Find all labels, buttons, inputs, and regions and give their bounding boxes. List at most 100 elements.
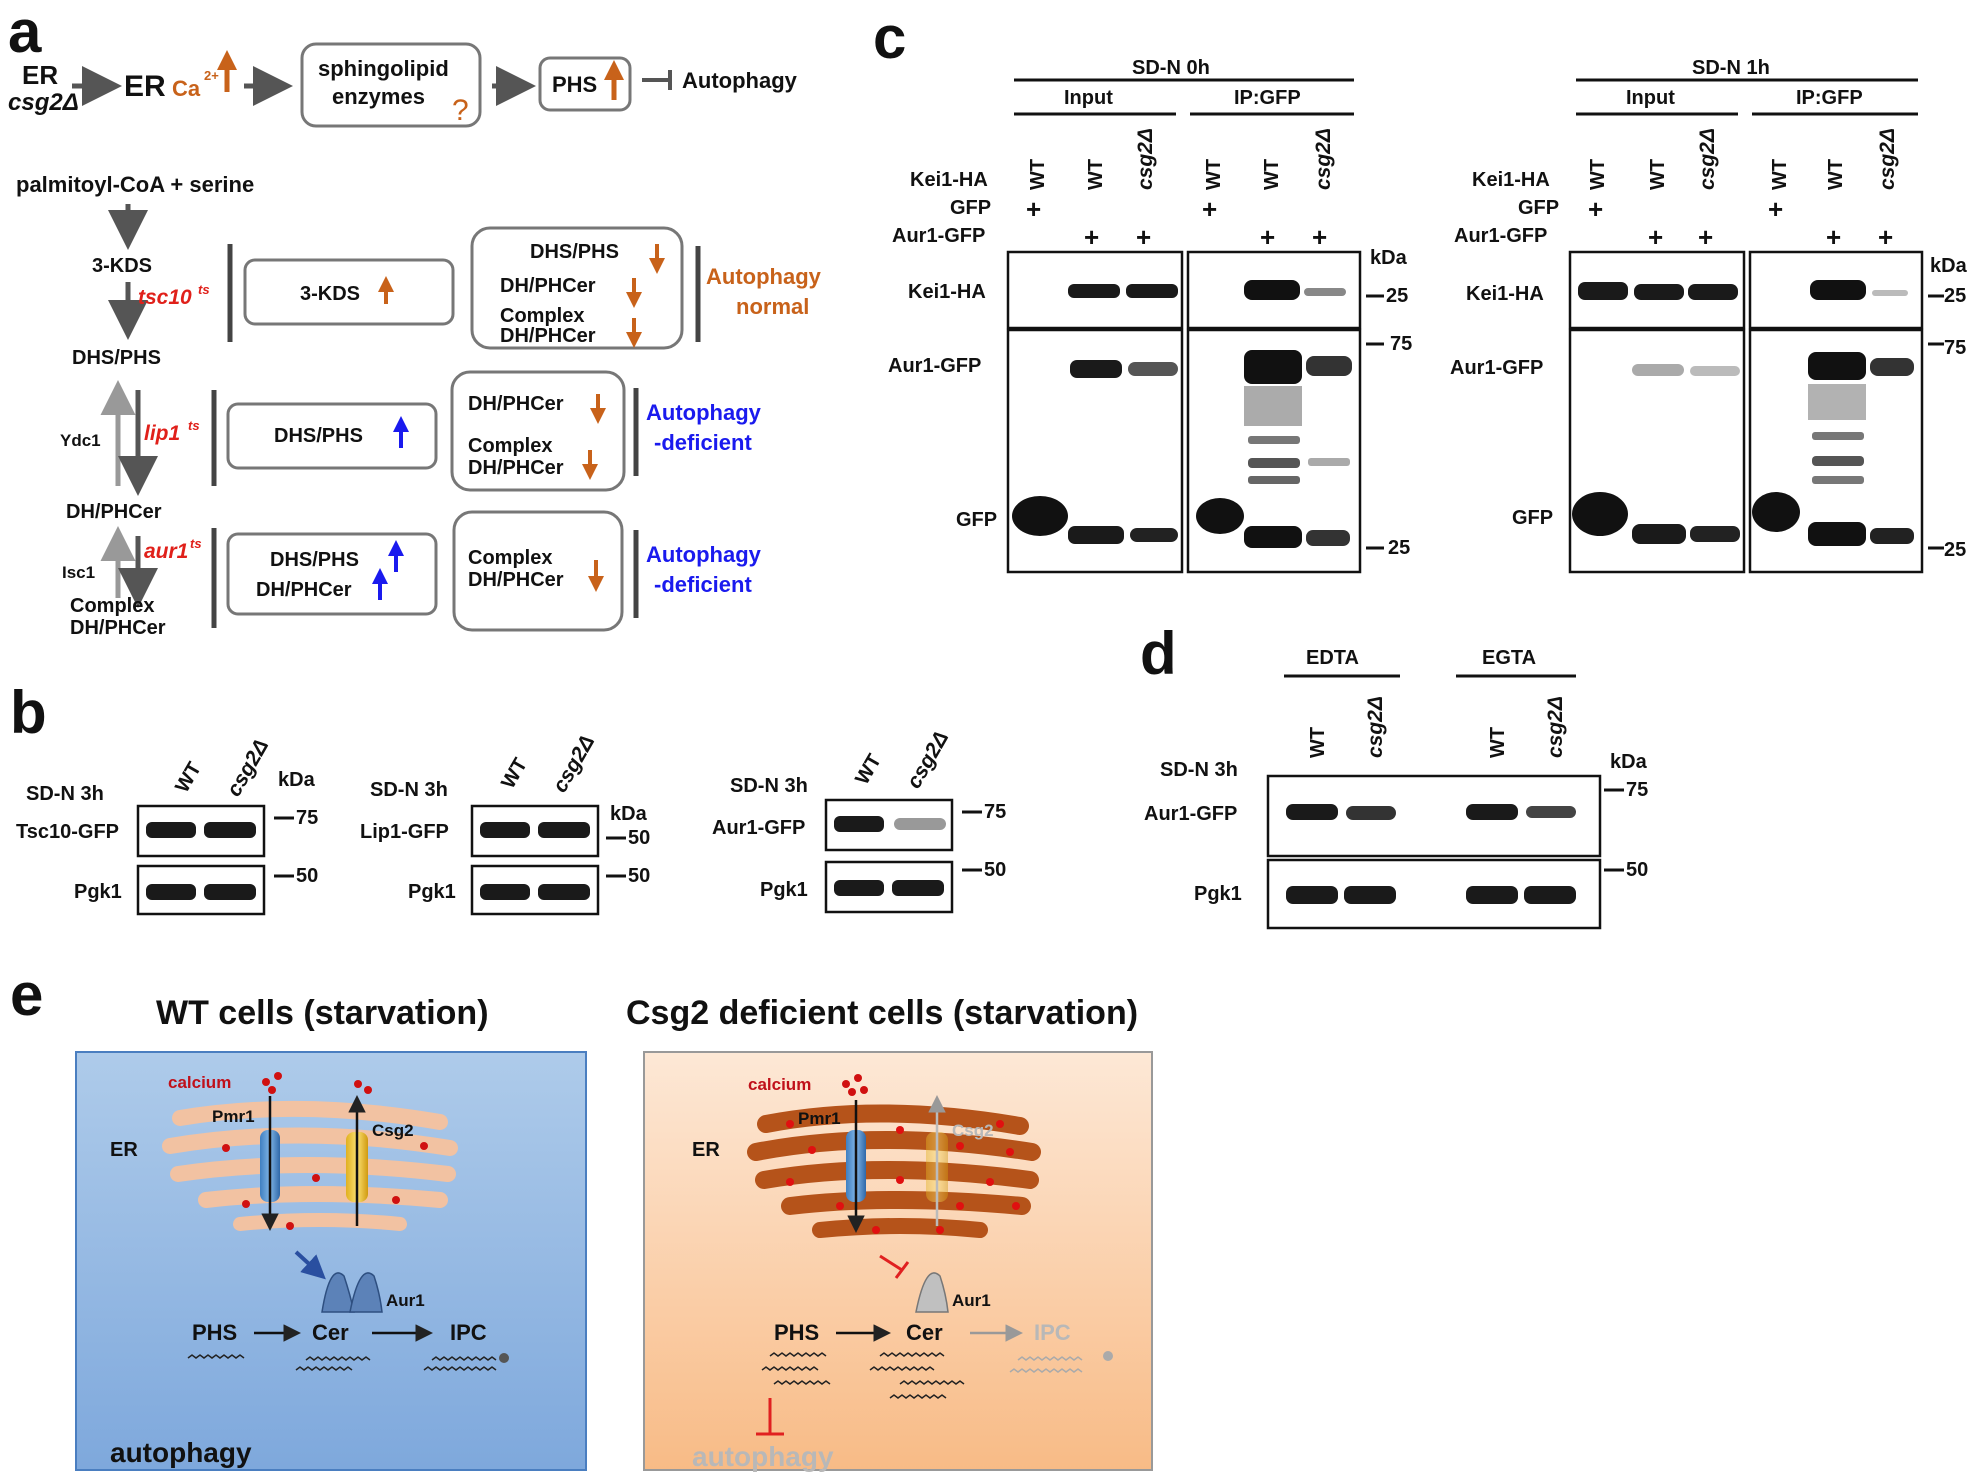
ca-dot: [354, 1080, 362, 1088]
panel-a-flow: ER csg2Δ ER Ca 2+ sphingolipid enzymes ?…: [8, 42, 798, 128]
smear: [1244, 386, 1302, 426]
band: [1808, 352, 1866, 380]
flow-autophagy: Autophagy: [682, 68, 798, 93]
chain: [889, 1394, 947, 1399]
ca-dot: [1006, 1148, 1014, 1156]
e-wt-title: WT cells (starvation): [156, 994, 489, 1032]
b1-lane-1: WT: [171, 759, 206, 797]
ca-dot: [860, 1086, 868, 1094]
row2-right-1: DH/PHCer: [468, 393, 564, 415]
d-band-pgk1: Pgk1: [1194, 883, 1242, 905]
e-wt-box: calcium ER Pmr1 Csg2: [75, 1051, 587, 1471]
chain: [1017, 1356, 1083, 1361]
c0-l3: csg2Δ: [1134, 128, 1157, 190]
chain: [869, 1366, 935, 1371]
c0-row-aur1: Aur1-GFP: [892, 225, 985, 247]
row3-right-1: Complex: [468, 547, 552, 569]
ca-dot: [286, 1222, 294, 1230]
e-wt-background: [75, 1051, 587, 1471]
chain: [899, 1380, 965, 1385]
e-mut-cer: Cer: [906, 1320, 943, 1345]
ydc1-label: Ydc1: [60, 431, 101, 450]
pathway-start: palmitoyl-CoA + serine: [16, 172, 254, 197]
b2-lane-1: WT: [497, 755, 532, 793]
ca-dot: [854, 1074, 862, 1082]
tsc10-label: tsc10: [138, 286, 192, 309]
ca-dot: [956, 1202, 964, 1210]
aur1-protein-2: [349, 1272, 383, 1313]
band: [1128, 362, 1178, 376]
band: [1248, 458, 1300, 468]
band: [1872, 290, 1908, 296]
band: [1244, 280, 1300, 300]
row1-right-3: Complex: [500, 305, 584, 327]
band: [1812, 456, 1864, 466]
band: [1068, 284, 1120, 298]
tsc10-sup: ts: [198, 282, 210, 297]
c1-p6: +: [1878, 222, 1893, 252]
b2-kda: kDa: [610, 803, 648, 825]
e-mut-ipc: IPC: [1034, 1320, 1071, 1345]
c0-mw-2: 75: [1390, 333, 1412, 355]
phs-box: [538, 56, 632, 112]
c0-ip: IP:GFP: [1234, 87, 1301, 109]
d-lane-2: csg2Δ: [1364, 696, 1387, 758]
band: [1690, 526, 1740, 542]
band: [1244, 350, 1302, 384]
aur1-protein: [915, 1272, 949, 1313]
c1-band-gfp: GFP: [1512, 507, 1553, 529]
band: [1810, 280, 1866, 300]
c0-l1: WT: [1027, 159, 1049, 190]
band: [1286, 804, 1338, 820]
band: [1286, 886, 1338, 904]
row3-left-2: DH/PHCer: [256, 579, 352, 601]
ca-dot: [420, 1142, 428, 1150]
question-mark: ?: [452, 94, 469, 127]
c1-row-kei1: Kei1-HA: [1472, 169, 1550, 191]
c1-l4: WT: [1769, 159, 1791, 190]
e-wt-er: ER: [110, 1139, 138, 1161]
row2-outcome-1: Autophagy: [646, 400, 762, 425]
smear: [1808, 384, 1866, 420]
ca-dot: [786, 1178, 794, 1186]
c0-band-gfp: GFP: [956, 509, 997, 531]
er-cisterna: [172, 1100, 448, 1130]
c1-p4: +: [1768, 194, 1783, 224]
c1-kda: kDa: [1930, 255, 1968, 277]
b2-mw-ctrl: 50: [628, 865, 650, 887]
panel-label-d: d: [1140, 620, 1177, 687]
band: [1812, 432, 1864, 440]
band: [1306, 530, 1350, 546]
chain: [761, 1366, 819, 1371]
b1-kda: kDa: [278, 769, 316, 791]
b2-cond: SD-N 3h: [370, 779, 448, 801]
band: [1634, 284, 1684, 300]
row1-right-2: DH/PHCer: [500, 275, 596, 297]
d-lane-1: WT: [1307, 727, 1329, 758]
band: [1870, 528, 1914, 544]
flow-er2: ER: [124, 70, 166, 103]
ca-dot: [262, 1078, 270, 1086]
band: [1308, 458, 1350, 466]
b3-mw-top: 75: [984, 801, 1006, 823]
c0-l5: WT: [1261, 159, 1283, 190]
chain: [879, 1352, 945, 1357]
band: [1524, 886, 1576, 904]
e-wt-autophagy: autophagy: [110, 1437, 252, 1468]
band: [1248, 436, 1300, 444]
cer-chain-1: [305, 1356, 371, 1361]
b1-protein: Tsc10-GFP: [16, 821, 119, 843]
lip1-label: lip1: [144, 422, 180, 445]
b2-lane-2: csg2Δ: [548, 731, 599, 796]
ca-dot: [956, 1142, 964, 1150]
b2-protein: Lip1-GFP: [360, 821, 449, 843]
flow-phs: PHS: [552, 72, 597, 97]
ca-dot: [986, 1178, 994, 1186]
b3-mw-ctrl: 50: [984, 859, 1006, 881]
b2-band-wt: [480, 822, 530, 838]
c0-l6: csg2Δ: [1312, 128, 1335, 190]
c0-mw-3: 25: [1388, 537, 1410, 559]
ca-dot: [896, 1126, 904, 1134]
panel-label-e: e: [10, 961, 43, 1028]
sphingo-line2: enzymes: [332, 84, 425, 109]
